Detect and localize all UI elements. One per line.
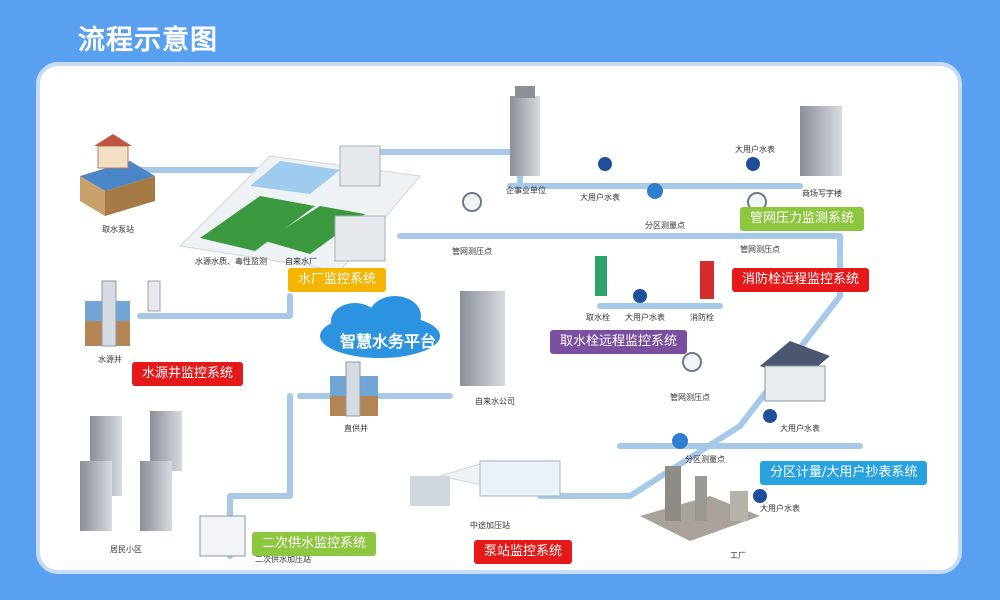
label-pressure-point-2: 管网测压点 — [740, 244, 780, 254]
meter-icon — [746, 157, 760, 171]
tag-pressure: 管网压力监测系统 — [740, 207, 865, 231]
direct-well-illustration — [330, 361, 378, 417]
tag-pump-station: 泵站监控系统 — [474, 540, 573, 564]
tag-hydrant: 消防栓远程监控系统 — [732, 268, 870, 292]
water-company-building-illustration — [460, 291, 505, 386]
label-big-meter-5: 大用户水表 — [760, 503, 800, 513]
label-plant: 自来水厂 — [285, 256, 317, 266]
booster-station-illustration — [410, 460, 561, 506]
label-big-meter-3: 大用户水表 — [625, 312, 665, 322]
label-zone-point-2: 分区测量点 — [685, 455, 725, 464]
residential-district-illustration — [80, 411, 182, 531]
label-big-meter-1: 大用户水表 — [580, 192, 620, 202]
label-big-meter-4: 大用户水表 — [780, 423, 820, 433]
label-pressure-point-1: 管网测压点 — [452, 246, 492, 256]
meter-icon — [763, 409, 777, 423]
label-office: 商场写字楼 — [802, 188, 842, 198]
meter-icon — [598, 157, 612, 171]
secondary-station-illustration — [199, 515, 246, 557]
water-well-illustration — [85, 280, 161, 347]
platform-cloud — [320, 296, 440, 358]
diagram-frame: 取水泵站 水源水质、毒性监测 自来水厂 水源井 企事业单位 — [36, 62, 962, 574]
office-building-illustration — [800, 106, 842, 176]
factory-illustration — [640, 466, 760, 541]
label-enterprise: 企事业单位 — [506, 185, 546, 195]
diagram-canvas: 取水泵站 水源水质、毒性监测 自来水厂 水源井 企事业单位 — [80, 86, 863, 564]
meter-icons — [462, 157, 777, 503]
pipe-well — [137, 293, 293, 319]
flowmeter-icon — [672, 433, 688, 449]
meter-icon — [633, 289, 647, 303]
pressure-gauge-icon — [682, 352, 702, 372]
water-plant-illustration — [178, 145, 421, 272]
label-residential: 居民小区 — [110, 545, 142, 554]
label-pressure-point-3: 管网测压点 — [670, 392, 710, 402]
meter-icon — [753, 489, 767, 503]
label-big-meter-2: 大用户水表 — [735, 144, 775, 154]
label-intake-pump: 取水泵站 — [102, 224, 134, 234]
tag-water-plant: 水厂监控系统 — [288, 268, 387, 292]
label-well: 水源井 — [98, 354, 122, 364]
label-secondary-station: 二次供水加压站 — [255, 554, 311, 564]
tag-secondary-supply: 二次供水监控系统 — [252, 532, 377, 556]
intake-pump-station-illustration — [80, 134, 155, 216]
label-water-company: 自来水公司 — [475, 396, 515, 406]
tag-metering: 分区计量/大用户抄表系统 — [760, 461, 928, 485]
label-direct-well: 直供井 — [344, 423, 368, 433]
enterprise-building-illustration — [510, 86, 540, 176]
label-booster-station: 中途加压站 — [470, 520, 510, 530]
label-intake-hydrant: 取水栓 — [586, 312, 610, 322]
intake-hydrant-icon — [595, 256, 607, 296]
flowmeter-icon — [647, 183, 663, 199]
tag-water-intake: 取水栓远程监控系统 — [550, 330, 688, 354]
label-fire-hydrant: 消防栓 — [690, 312, 714, 322]
page-title: 流程示意图 — [78, 25, 218, 56]
tag-water-well: 水源井监控系统 — [132, 362, 244, 386]
fire-hydrant-icon — [700, 261, 714, 299]
label-zone-point-1: 分区测量点 — [645, 221, 685, 230]
platform-name: 智慧水务平台 — [340, 332, 437, 351]
residential-house-illustration — [760, 341, 830, 402]
pressure-gauge-icon — [462, 192, 482, 212]
label-water-quality: 水源水质、毒性监测 — [195, 256, 267, 266]
label-factory: 工厂 — [730, 551, 746, 560]
